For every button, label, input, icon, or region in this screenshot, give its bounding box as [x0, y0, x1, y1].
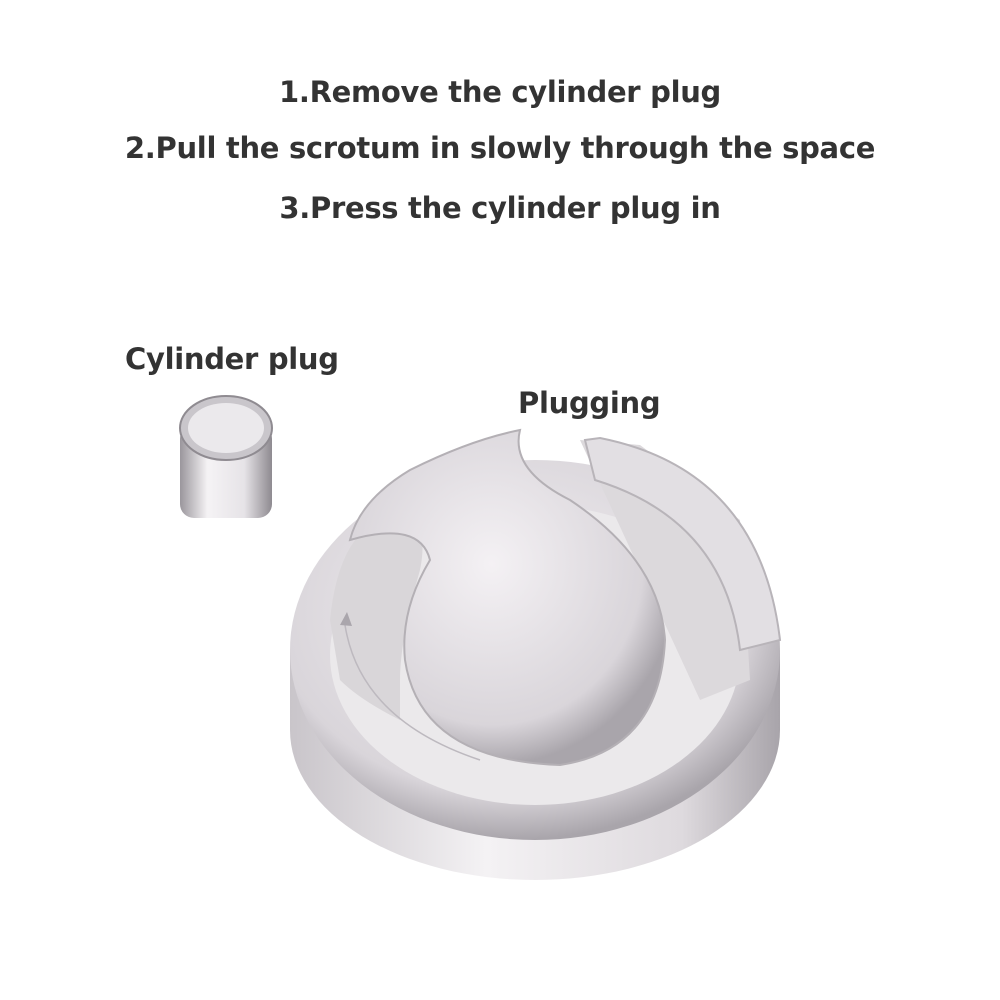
- cylinder-plug-label: Cylinder plug: [125, 342, 339, 376]
- cylinder-plug-image: [179, 395, 273, 518]
- direction-arrow-icon: [344, 624, 481, 761]
- instruction-step-1: 1.Remove the cylinder plug: [278, 75, 722, 109]
- instruction-step-2: 2.Pull the scrotum in slowly through the…: [124, 131, 876, 165]
- plugging-label: Plugging: [518, 386, 661, 420]
- instruction-step-3: 3.Press the cylinder plug in: [279, 191, 721, 225]
- ring-image: [290, 428, 782, 880]
